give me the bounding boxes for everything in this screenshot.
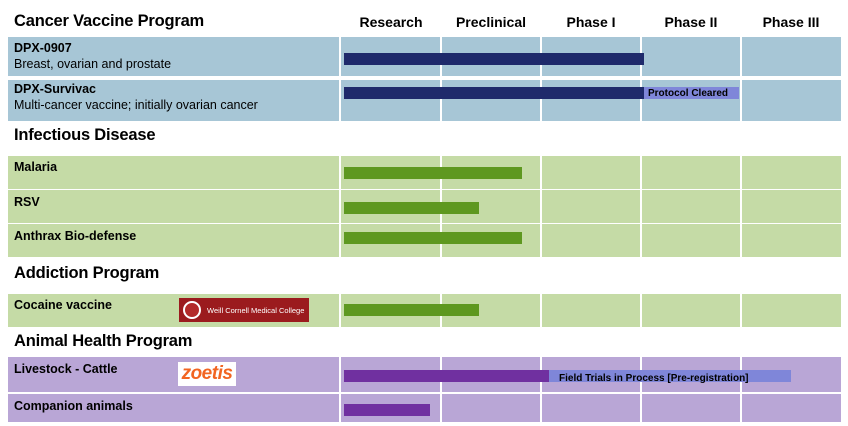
row-name-anthrax: Anthrax Bio-defense [14,229,137,243]
row-label-cell [8,80,339,121]
row-stage-cell [542,156,640,189]
row-stage-cell [742,224,841,257]
progress-bar [344,304,479,316]
row-name-cocaine: Cocaine vaccine [14,298,112,312]
stage-header-phase3: Phase III [762,14,820,30]
progress-bar [344,202,479,214]
section-title-animal: Animal Health Program [14,332,193,350]
row-stage-cell [642,156,740,189]
row-stage-cell [742,37,841,76]
zoetis-logo: zoetis [178,362,236,386]
row-label-cell [8,357,339,392]
progress-bar [344,232,522,244]
row-name-rsv: RSV [14,195,40,209]
row-name-malaria: Malaria [14,160,58,174]
progress-bar [344,167,522,179]
row-stage-cell [542,190,640,223]
row-stage-cell [542,394,640,422]
progress-bar [344,53,644,65]
section-title-cancer: Cancer Vaccine Program [14,12,205,30]
section-title-addiction: Addiction Program [14,264,160,282]
progress-bar [344,370,549,382]
row-stage-cell [742,294,841,327]
row-stage-cell [642,394,740,422]
row-stage-cell [442,80,540,121]
callout-box [549,370,791,382]
stage-header-phase2: Phase II [664,14,718,30]
row-stage-cell [742,156,841,189]
progress-bar [344,404,430,416]
weill-cornell-logo-text: Weill Cornell Medical College [207,305,305,315]
row-label-cell [8,394,339,422]
stage-header-preclinical: Preclinical [455,14,527,30]
section-title-infectious: Infectious Disease [14,126,156,144]
row-stage-cell [341,80,440,121]
row-label-cell [8,224,339,257]
row-stage-cell [742,394,841,422]
row-desc-dpx0907: Breast, ovarian and prostate [14,57,172,71]
row-stage-cell [542,224,640,257]
row-stage-cell [642,80,740,121]
callout-field-trials: Field Trials in Process [Pre-registratio… [559,373,749,384]
stage-header-research: Research [359,14,423,30]
row-name-dpx0907: DPX-0907 [14,41,72,55]
row-stage-cell [642,294,740,327]
stage-header-phase1: Phase I [566,14,616,30]
row-stage-cell [642,37,740,76]
row-label-cell [8,37,339,76]
cornell-seal-icon [183,301,201,319]
row-label-cell [8,156,339,189]
weill-cornell-logo: Weill Cornell Medical College [179,298,309,322]
row-stage-cell [642,224,740,257]
progress-bar [344,87,644,99]
row-stage-cell [642,190,740,223]
callout-box [644,87,739,99]
row-name-livestock: Livestock - Cattle [14,362,118,376]
row-label-cell [8,190,339,223]
row-stage-cell [742,80,841,121]
row-stage-cell [542,80,640,121]
row-name-dpx-survivac: DPX-Survivac [14,82,96,96]
row-stage-cell [742,190,841,223]
row-desc-dpx-survivac: Multi-cancer vaccine; initially ovarian … [14,98,258,112]
row-stage-cell [542,294,640,327]
row-name-companion: Companion animals [14,399,133,413]
row-stage-cell [442,394,540,422]
callout-protocol-cleared: Protocol Cleared [648,88,729,99]
